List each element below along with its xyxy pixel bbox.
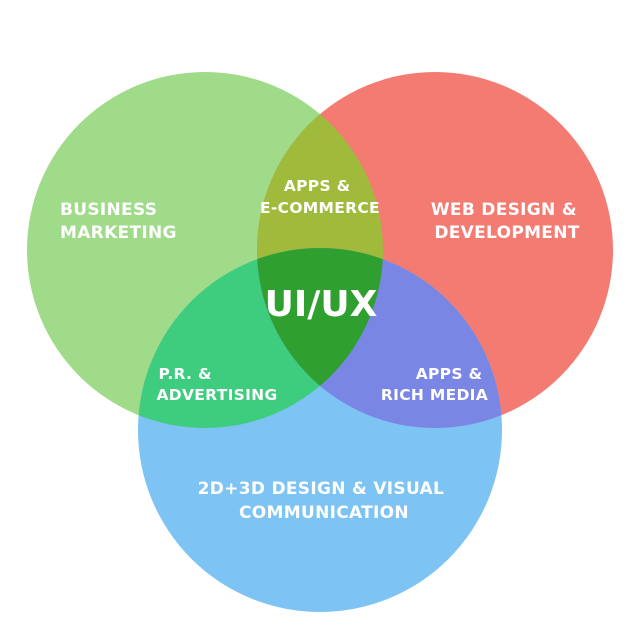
label-ui-ux: UI/UX: [265, 284, 378, 325]
label-apps-ecommerce: APPS & E-COMMERCE: [260, 177, 380, 217]
overlap-right-bottom: [257, 248, 502, 428]
label-business-marketing: BUSINESS MARKETING: [60, 200, 177, 243]
label-2d3d-design-visual-communication: 2D+3D DESIGN & VISUAL COMMUNICATION: [198, 479, 451, 523]
overlap-left-bottom: [138, 248, 383, 428]
label-apps-rich-media: APPS & RICH MEDIA: [381, 365, 488, 404]
label-web-design-development: WEB DESIGN & DEVELOPMENT: [431, 200, 583, 243]
label-pr-advertising: P.R. & ADVERTISING: [157, 365, 278, 404]
